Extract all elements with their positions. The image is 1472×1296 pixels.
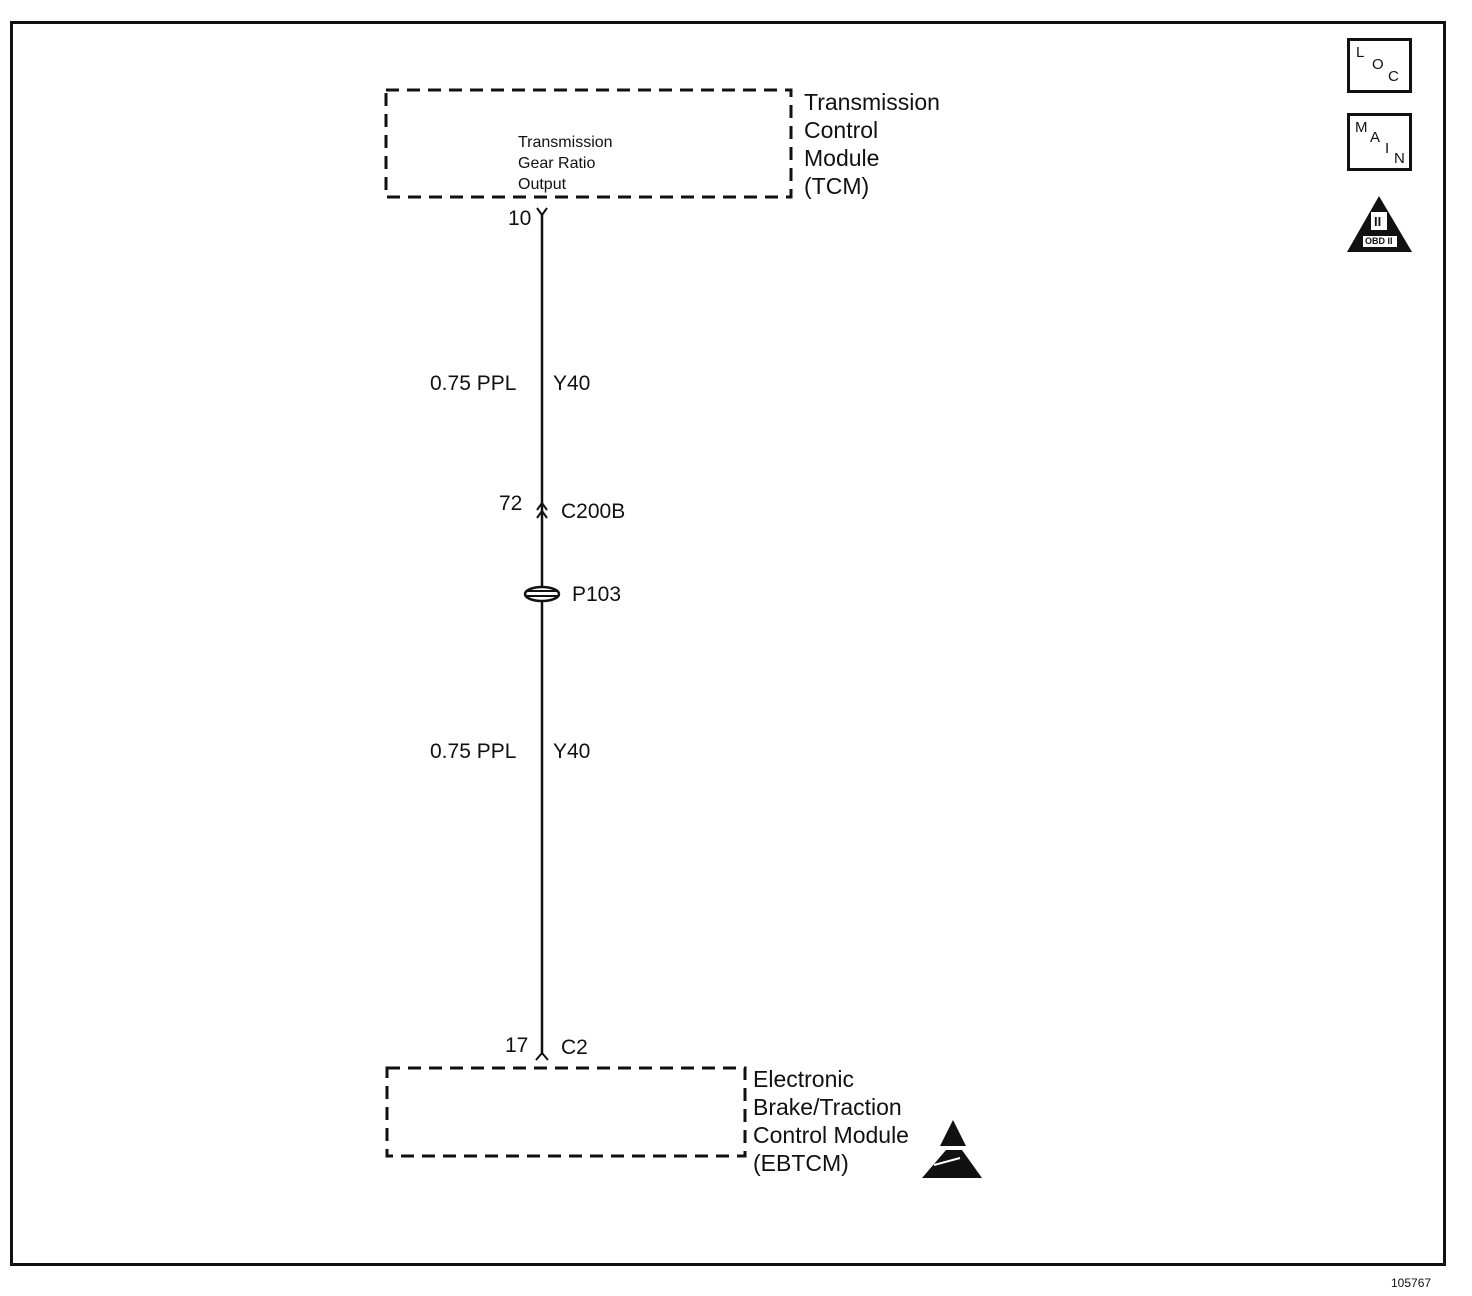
tcm-function-label: Transmission Gear Ratio Output bbox=[518, 132, 613, 195]
loc-letter: C bbox=[1388, 68, 1399, 85]
loc-letter: O bbox=[1372, 56, 1384, 73]
tcm-function-line: Gear Ratio bbox=[518, 155, 596, 172]
loc-letter: L bbox=[1356, 44, 1365, 61]
tcm-pin-connector-symbol bbox=[536, 207, 548, 217]
main-letter: A bbox=[1370, 129, 1381, 146]
splice-name: P103 bbox=[572, 583, 622, 606]
ebtcm-name-line: Electronic bbox=[753, 1066, 854, 1092]
upper-wire-circuit: Y40 bbox=[553, 372, 591, 395]
main-icon[interactable]: M A I N bbox=[1347, 113, 1412, 171]
lower-wire-size-color: 0.75 PPL bbox=[430, 740, 517, 763]
c200b-connector-symbol bbox=[536, 501, 548, 519]
tcm-name-line: Transmission bbox=[804, 89, 940, 115]
ebtcm-name: Electronic Brake/Traction Control Module… bbox=[753, 1065, 909, 1177]
tcm-box bbox=[384, 88, 793, 199]
ebtcm-connector-name: C2 bbox=[561, 1036, 588, 1059]
tcm-name-line: (TCM) bbox=[804, 173, 870, 199]
lower-wire-circuit: Y40 bbox=[553, 740, 591, 763]
main-letter: M bbox=[1355, 119, 1368, 136]
obd-ii-numeral: II bbox=[1374, 214, 1382, 229]
upper-wire-size-color: 0.75 PPL bbox=[430, 372, 517, 395]
diagram-frame bbox=[10, 21, 1446, 1266]
splice-p103-symbol bbox=[523, 585, 561, 603]
esd-sensitive-icon bbox=[922, 1120, 982, 1178]
main-letter: I bbox=[1385, 140, 1390, 157]
ebtcm-name-line: Brake/Traction bbox=[753, 1094, 902, 1120]
ebtcm-box bbox=[385, 1066, 747, 1158]
c200b-name: C200B bbox=[561, 500, 626, 523]
c200b-pin-number: 72 bbox=[499, 492, 523, 515]
loc-icon[interactable]: L O C bbox=[1347, 38, 1412, 93]
ebtcm-pin-number: 17 bbox=[505, 1034, 529, 1057]
ebtcm-name-line: (EBTCM) bbox=[753, 1150, 849, 1176]
tcm-function-line: Output bbox=[518, 176, 567, 193]
obd-ii-label: OBD II bbox=[1365, 236, 1393, 246]
main-letter: N bbox=[1394, 150, 1405, 167]
tcm-pin-number: 10 bbox=[508, 207, 532, 230]
tcm-name-line: Module bbox=[804, 145, 880, 171]
ebtcm-pin-connector-symbol bbox=[535, 1051, 549, 1061]
tcm-name: Transmission Control Module (TCM) bbox=[804, 88, 940, 200]
obd-ii-icon bbox=[1347, 196, 1412, 252]
figure-number: 105767 bbox=[1391, 1276, 1432, 1290]
tcm-function-line: Transmission bbox=[518, 134, 613, 151]
tcm-name-line: Control bbox=[804, 117, 879, 143]
ebtcm-name-line: Control Module bbox=[753, 1122, 909, 1148]
